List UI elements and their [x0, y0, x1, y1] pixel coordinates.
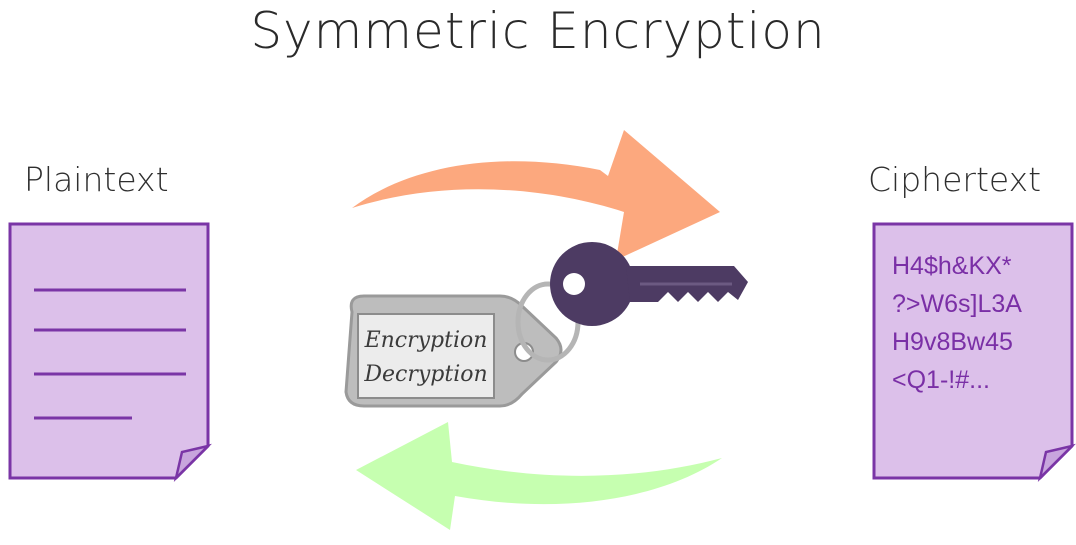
cipher-line: H4$h&KX*: [892, 252, 1012, 280]
key-tag-encryption-text: Encryption: [364, 328, 488, 353]
cipher-line: <Q1-!#...: [892, 366, 990, 394]
key-icon: [550, 242, 748, 326]
plaintext-document-icon: [8, 222, 212, 482]
plaintext-label: Plaintext: [24, 160, 169, 199]
ciphertext-content: H4$h&KX* ?>W6s]L3A H9v8Bw45 <Q1-!#...: [892, 247, 1072, 399]
cipher-line: ?>W6s]L3A: [892, 290, 1022, 318]
diagram-title: Symmetric Encryption: [250, 2, 826, 60]
cipher-line: H9v8Bw45: [892, 328, 1013, 356]
ciphertext-label: Ciphertext: [868, 160, 1042, 199]
ciphertext-document-icon: [872, 222, 1076, 482]
bottom-arrow-icon: [356, 422, 722, 530]
key-tag-label: Encryption Decryption: [356, 324, 496, 392]
key-tag-icon: [344, 294, 563, 408]
key-tag-decryption-text: Decryption: [364, 362, 488, 387]
top-arrow-icon: [352, 130, 720, 260]
